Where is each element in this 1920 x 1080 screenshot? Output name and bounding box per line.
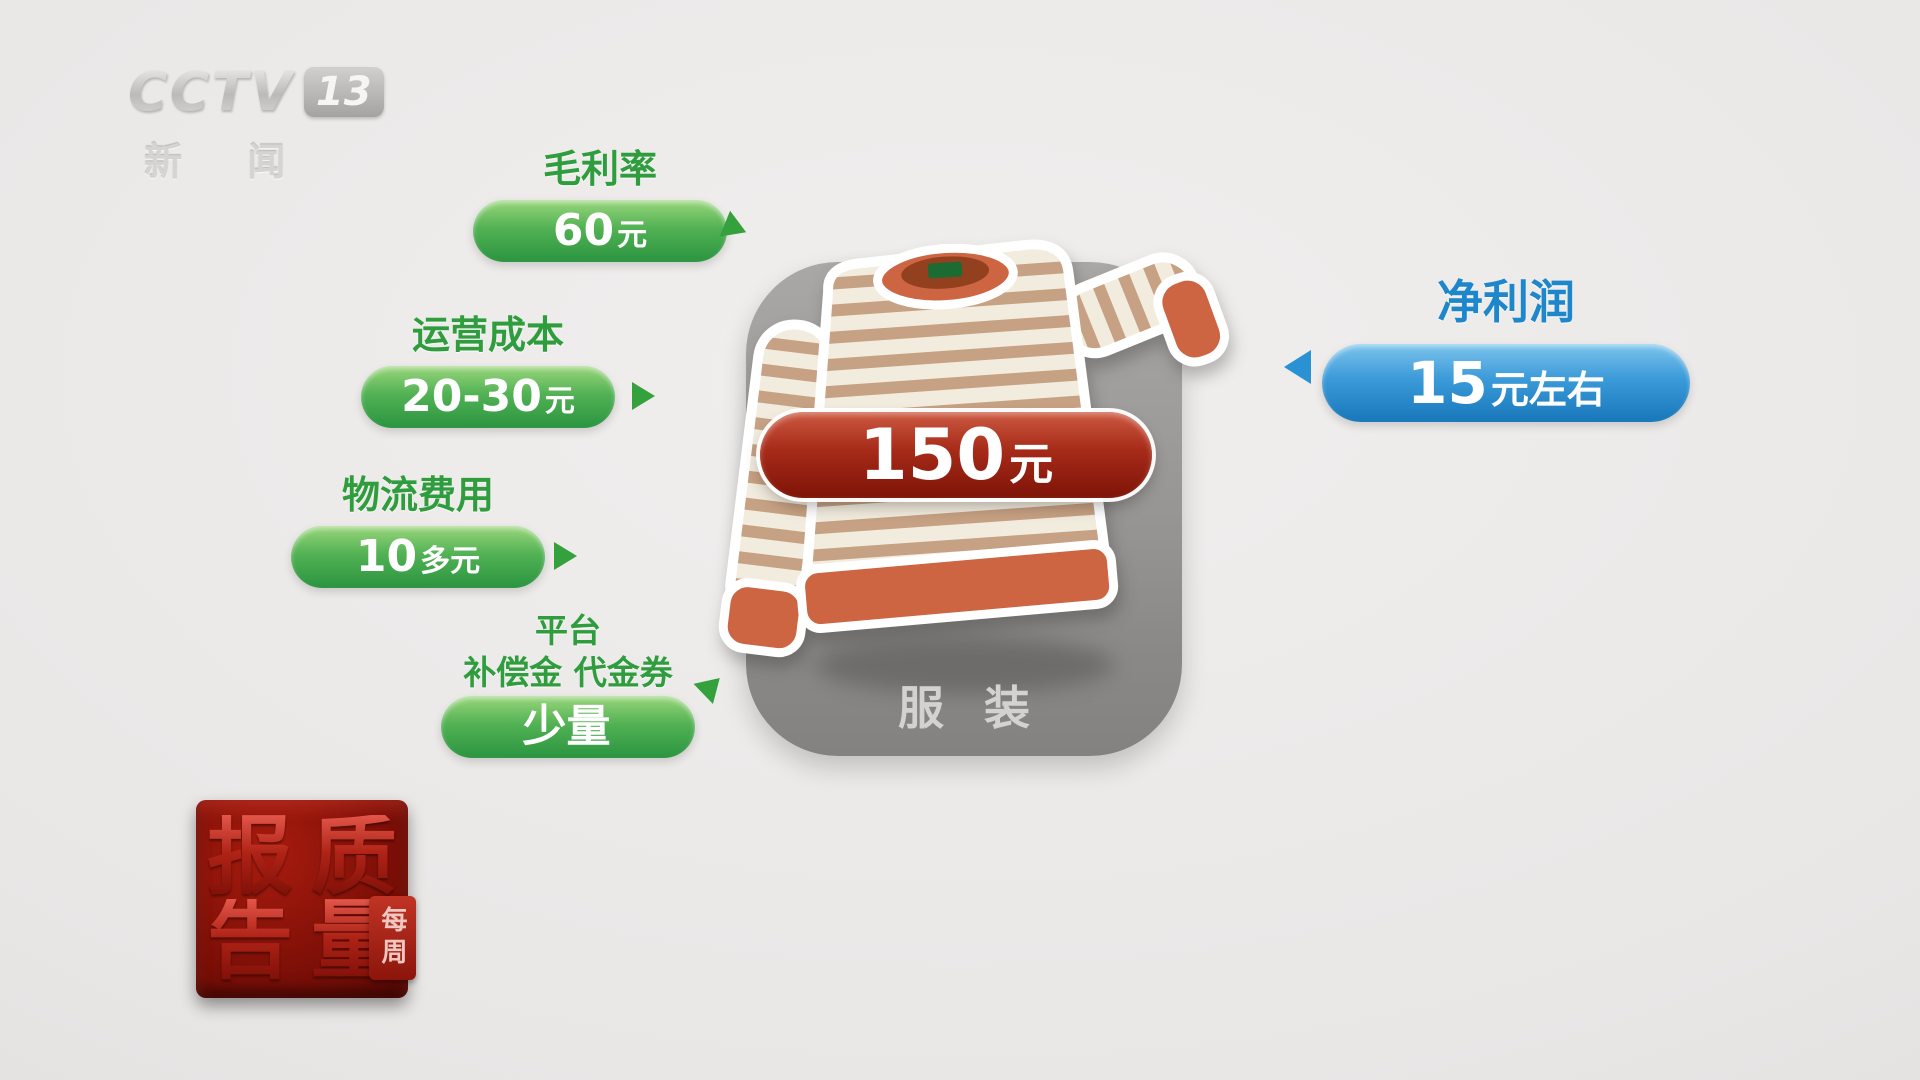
cost-label: 毛利率 [542, 147, 657, 191]
cost-label: 物流费用 [341, 473, 494, 517]
arrow-left-icon [1284, 350, 1311, 384]
stamp-char: 告 [198, 898, 302, 984]
category-label: 服 装 [897, 681, 1042, 735]
program-stamp: 报 质 告 量 每周 [196, 800, 416, 998]
net-profit-pill: 15 元左右 [1322, 344, 1690, 422]
price-pill: 150 元 [760, 412, 1152, 498]
arrow-right-icon [554, 542, 577, 570]
cost-item-gross-margin: 毛利率 60 元 [430, 147, 770, 262]
cost-label: 平台 [535, 611, 601, 650]
channel-name-label: 新 闻 [144, 140, 312, 184]
stamp-char: 报 [198, 814, 302, 900]
cost-unit: 多元 [420, 543, 481, 579]
cost-value: 60 [552, 204, 615, 256]
cost-value: 10 [355, 530, 418, 582]
cost-value-pill: 少量 [441, 695, 695, 758]
cost-value: 20-30 [401, 370, 542, 422]
cost-label-line2: 补偿金 代金券 [463, 652, 673, 692]
net-profit-unit: 元左右 [1490, 368, 1605, 412]
price-value: 150 [858, 414, 1006, 496]
net-profit-value: 15 [1407, 349, 1488, 417]
channel-number-badge: 13 [303, 66, 384, 117]
cost-item-platform-subsidy: 平台 补偿金 代金券 少量 [398, 612, 738, 758]
cost-label: 运营成本 [411, 313, 564, 357]
arrow-right-icon [632, 382, 655, 410]
cost-value: 少量 [522, 700, 611, 752]
cost-item-logistics-fee: 物流费用 10 多元 [248, 473, 588, 588]
channel-logo-row: CCTV 13 [128, 60, 384, 123]
net-profit-label: 净利润 [1437, 275, 1575, 329]
stamp-char: 质 [302, 814, 406, 900]
cost-value-pill: 10 多元 [291, 525, 545, 588]
cost-value-pill: 20-30 元 [361, 365, 615, 428]
cost-unit: 元 [544, 383, 575, 419]
cost-value-pill: 60 元 [473, 199, 727, 262]
cost-unit: 元 [617, 217, 648, 253]
net-profit-group: 净利润 15 元左右 [1316, 266, 1696, 422]
stamp-badge: 每周 [369, 896, 416, 980]
product-shadow [814, 636, 1114, 694]
channel-logo: CCTV 13 新 闻 [128, 60, 384, 186]
cost-item-operating-cost: 运营成本 20-30 元 [318, 313, 658, 428]
price-unit: 元 [1009, 439, 1054, 490]
cctv-wordmark: CCTV [128, 60, 294, 123]
